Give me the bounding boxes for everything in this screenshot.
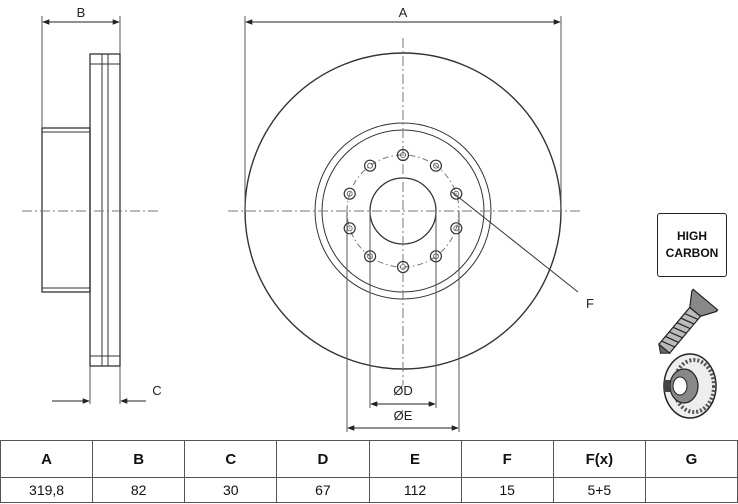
dimension-f-leader: [451, 191, 579, 293]
dimension-f-label: F: [586, 296, 594, 311]
header-b: B: [92, 440, 186, 478]
high-carbon-badge: HIGH CARBON: [657, 213, 727, 277]
header-d: D: [276, 440, 370, 478]
bolt-hole: [343, 222, 356, 235]
value-fx: 5+5: [552, 477, 646, 503]
bolt-holes: [343, 148, 463, 274]
bolt-hole: [429, 250, 442, 263]
technical-drawing: B C A ØD ØE F: [22, 5, 719, 432]
value-d: 67: [276, 477, 370, 503]
side-view-disc: [89, 53, 121, 367]
bolt-hole: [364, 250, 377, 263]
bolt-hole-thread: [453, 225, 460, 232]
dimension-c-label: C: [152, 383, 161, 398]
value-g: [644, 477, 738, 503]
bolt-hole-thread: [367, 253, 374, 260]
bolt-hole-thread: [432, 162, 439, 169]
bolt-hole: [343, 187, 356, 200]
side-view: [22, 16, 160, 404]
dimension-a-label: A: [399, 5, 408, 20]
spec-table-value-row: 319,8 82 30 67 112 15 5+5: [0, 477, 738, 503]
side-view-hub: [41, 127, 91, 293]
header-g: G: [644, 440, 738, 478]
bolt-hole: [429, 159, 442, 172]
front-view: [228, 16, 580, 432]
value-b: 82: [92, 477, 186, 503]
dimension-b-label: B: [77, 5, 86, 20]
bolt-hole-thread: [346, 190, 353, 197]
bolt-hole-thread: [346, 225, 353, 232]
spec-table-header-row: A B C D E F F(x) G: [0, 440, 738, 478]
value-e: 112: [368, 477, 462, 503]
dimension-d-label: ØD: [393, 383, 413, 398]
bolt-hole-thread: [367, 162, 374, 169]
bolt-hole-thread: [400, 152, 406, 158]
bolt-hole: [450, 187, 463, 200]
value-f: 15: [460, 477, 554, 503]
spec-table: A B C D E F F(x) G 319,8 82 30 67 112 15…: [0, 440, 738, 503]
brake-disc-icon: [663, 353, 717, 419]
bolt-hole: [396, 148, 410, 162]
dimension-e-label: ØE: [394, 408, 413, 423]
bolt-hole: [450, 222, 463, 235]
value-a: 319,8: [0, 477, 94, 503]
header-fx: F(x): [552, 440, 646, 478]
header-f: F: [460, 440, 554, 478]
header-a: A: [0, 440, 94, 478]
badge-line-2: CARBON: [665, 246, 719, 260]
bolt-hole: [396, 260, 410, 274]
bolt-hole: [364, 159, 377, 172]
header-c: C: [184, 440, 278, 478]
bolt-hole-thread: [400, 264, 406, 270]
bolt-hole-thread: [432, 253, 439, 260]
badge-line-1: HIGH: [677, 229, 707, 243]
screw-icon: [658, 288, 719, 354]
value-c: 30: [184, 477, 278, 503]
header-e: E: [368, 440, 462, 478]
